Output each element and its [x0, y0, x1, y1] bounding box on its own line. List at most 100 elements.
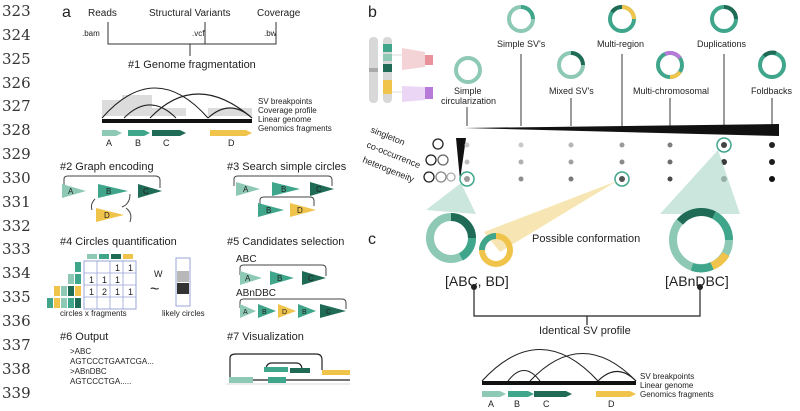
- foldbacks-circle: [758, 50, 786, 79]
- linear-genome: [102, 119, 252, 123]
- line-number: 332: [2, 217, 31, 235]
- c-fragment-b: B: [514, 399, 520, 409]
- input-structural-variants: Structural Variants: [149, 8, 231, 19]
- panel-b-letter: b: [368, 4, 377, 21]
- simple-svs-circle: [507, 5, 535, 33]
- c-legend-linear-genome: Linear genome: [640, 381, 694, 390]
- output-line: AGTCCCTGAATCGA...: [70, 357, 154, 366]
- matrix-cell: 1: [115, 275, 120, 285]
- conformation-circle-abndbc: [669, 208, 734, 273]
- c-fragment-d: D: [608, 399, 615, 409]
- line-number: 336: [2, 312, 31, 330]
- heterogeneity-wedge: [456, 138, 466, 180]
- c-fragment-c: C: [543, 399, 550, 409]
- legend-coverage-profile: Coverage profile: [258, 106, 317, 115]
- callout-beam-middle: [484, 181, 617, 252]
- candidate-abc-graph: A B C: [239, 264, 327, 285]
- line-number: 326: [2, 74, 31, 92]
- step6-title: #6 Output: [60, 331, 108, 343]
- category-duplications: Duplications: [697, 39, 747, 49]
- line-number: 334: [2, 264, 31, 282]
- step4-title: #4 Circles quantification: [60, 236, 177, 248]
- simple-circles: A B C B D: [233, 175, 334, 217]
- fragment-label-a: A: [106, 138, 112, 148]
- output-line: >ABnDBC: [70, 367, 107, 376]
- sv-breakpoint-arcs-c: [481, 349, 637, 382]
- conformation-circle-abc: [426, 213, 476, 263]
- quantification-matrix: 1 1 1 1 1 1 2 1 1: [47, 254, 137, 310]
- cand2-node-b: B: [262, 309, 267, 316]
- category-connectors: [466, 54, 773, 126]
- duplications-circle: [710, 5, 738, 33]
- category-mixed-svs: Mixed SV's: [549, 86, 594, 96]
- matrix-cell: 1: [128, 263, 133, 273]
- category-multi-region: Multi-region: [597, 39, 644, 49]
- line-number: 333: [2, 240, 31, 258]
- circle-node-b2: B: [266, 206, 271, 215]
- step3-title: #3 Search simple circles: [227, 161, 347, 173]
- right-conformation-label: [ABnDBC]: [665, 273, 729, 289]
- matrix-cell: 1: [102, 275, 107, 285]
- visualization-track: [226, 353, 350, 385]
- panel-c-letter: c: [368, 231, 376, 248]
- input-reads: Reads: [88, 8, 117, 19]
- identical-sv-profile-label: Identical SV profile: [539, 325, 631, 337]
- linear-genome-c: [482, 381, 636, 385]
- panel-a-letter: a: [62, 4, 71, 21]
- line-number: 339: [2, 384, 31, 402]
- likely-circles-label: likely circles: [162, 309, 205, 318]
- simple-circ-line2: circularization: [441, 96, 496, 106]
- c-fragment-a: A: [488, 399, 494, 409]
- panel-c: c Possible conformation [ABC, BD] [ABnDB…: [368, 150, 740, 409]
- node-a-label: A: [68, 187, 74, 196]
- step2-title: #2 Graph encoding: [60, 161, 154, 173]
- node-b-label: B: [106, 187, 111, 196]
- chromosome-ideograms: [369, 37, 433, 103]
- cand2-node-d: D: [282, 309, 287, 316]
- candidate-abndbc: ABnDBC: [236, 288, 276, 299]
- line-number: 324: [2, 26, 31, 44]
- c-legend-genomics-fragments: Genomics fragments: [640, 390, 714, 399]
- legend-genomics-fragments: Genomics fragments: [258, 124, 332, 133]
- ext-bam: .bam: [82, 29, 100, 38]
- approx-sign: ~: [150, 281, 159, 298]
- node-c-label: C: [143, 187, 149, 196]
- w-label: W: [154, 269, 163, 279]
- candidate-abc: ABC: [236, 254, 257, 265]
- line-number: 338: [2, 360, 31, 378]
- simple-circularization-circle: [454, 56, 482, 84]
- panel-a: a Reads Structural Variants Coverage .ba…: [47, 4, 350, 386]
- circle-node-a: A: [243, 185, 249, 194]
- step7-title: #7 Visualization: [227, 331, 304, 343]
- input-connector: [107, 22, 277, 56]
- matrix-cell: 1: [89, 287, 94, 297]
- input-coverage: Coverage: [257, 8, 301, 19]
- dot-grid: [459, 137, 775, 187]
- legend-linear-genome: Linear genome: [258, 115, 312, 124]
- circle-node-b: B: [281, 185, 286, 194]
- output-line: AGTCCCTGA.....: [70, 377, 131, 386]
- step1-legend: SV breakpoints Coverage profile Linear g…: [258, 97, 332, 133]
- step5-title: #5 Candidates selection: [227, 236, 344, 248]
- mixed-svs-circle: [557, 51, 585, 79]
- row-glyphs: [423, 138, 456, 183]
- conformation-circle-bd: [479, 233, 513, 267]
- candidate-abndbc-graph: A B D B C: [239, 298, 347, 318]
- cand1-node-a: A: [245, 274, 251, 283]
- line-number: 325: [2, 50, 31, 68]
- multi-region-circle: [608, 5, 636, 33]
- genomic-fragments-c: [482, 391, 636, 397]
- ext-vcf: .vcf: [192, 29, 205, 38]
- callout-beam-right: [660, 150, 740, 214]
- fragment-label-d: D: [228, 138, 235, 148]
- circle-node-c: C: [316, 185, 322, 194]
- fragment-label-b: B: [135, 138, 141, 148]
- category-multi-chromosomal: Multi-chromosomal: [633, 86, 709, 96]
- output-line: >ABC: [70, 347, 91, 356]
- panel-c-legend: SV breakpoints Linear genome Genomics fr…: [640, 372, 714, 399]
- step1-title: #1 Genome fragmentation: [128, 59, 256, 71]
- genomic-fragments: [102, 130, 252, 136]
